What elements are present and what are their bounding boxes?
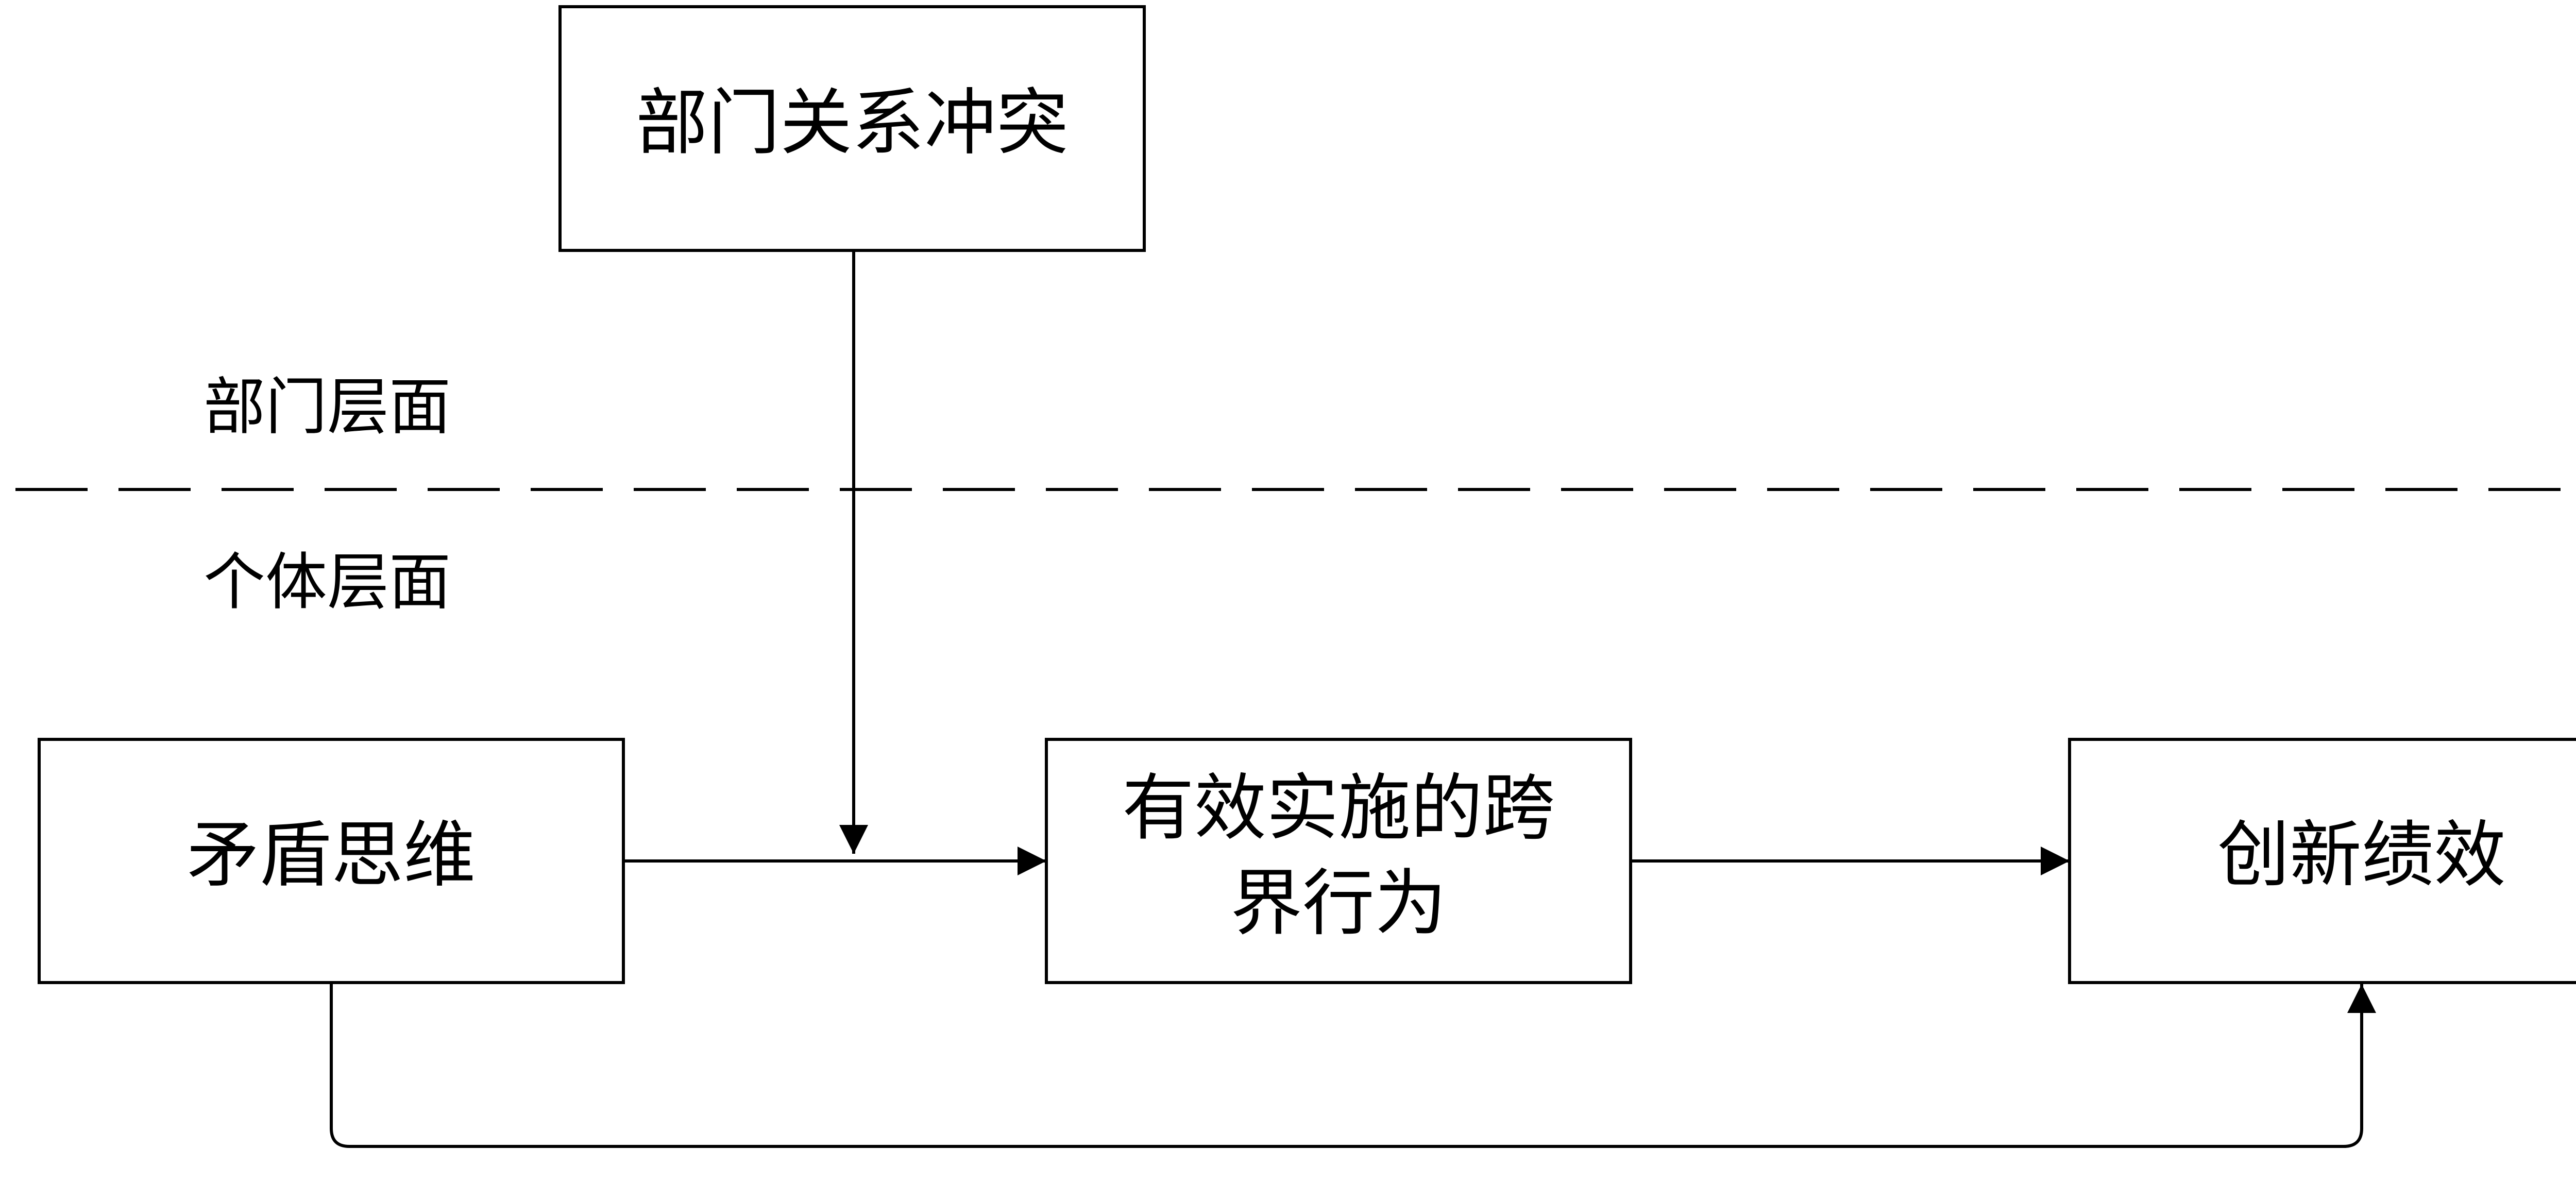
independent-label: 矛盾思维: [187, 814, 476, 898]
independent-node: 矛盾思维: [38, 738, 625, 984]
path-direct-effect-arrow: [330, 983, 2376, 1148]
outcome-node: 创新绩效: [2068, 738, 2576, 984]
moderator-label: 部门关系冲突: [636, 81, 1069, 165]
moderator-node: 部门关系冲突: [558, 5, 1146, 252]
outcome-label: 创新绩效: [2217, 814, 2506, 898]
mediator-node: 有效实施的跨 界行为: [1045, 738, 1632, 984]
department-level-label: 部门层面: [204, 371, 451, 443]
individual-level-label: 个体层面: [204, 547, 451, 618]
mediator-label-line1: 有效实施的跨: [1122, 767, 1555, 851]
mediator-label-line2: 界行为: [1230, 862, 1447, 946]
